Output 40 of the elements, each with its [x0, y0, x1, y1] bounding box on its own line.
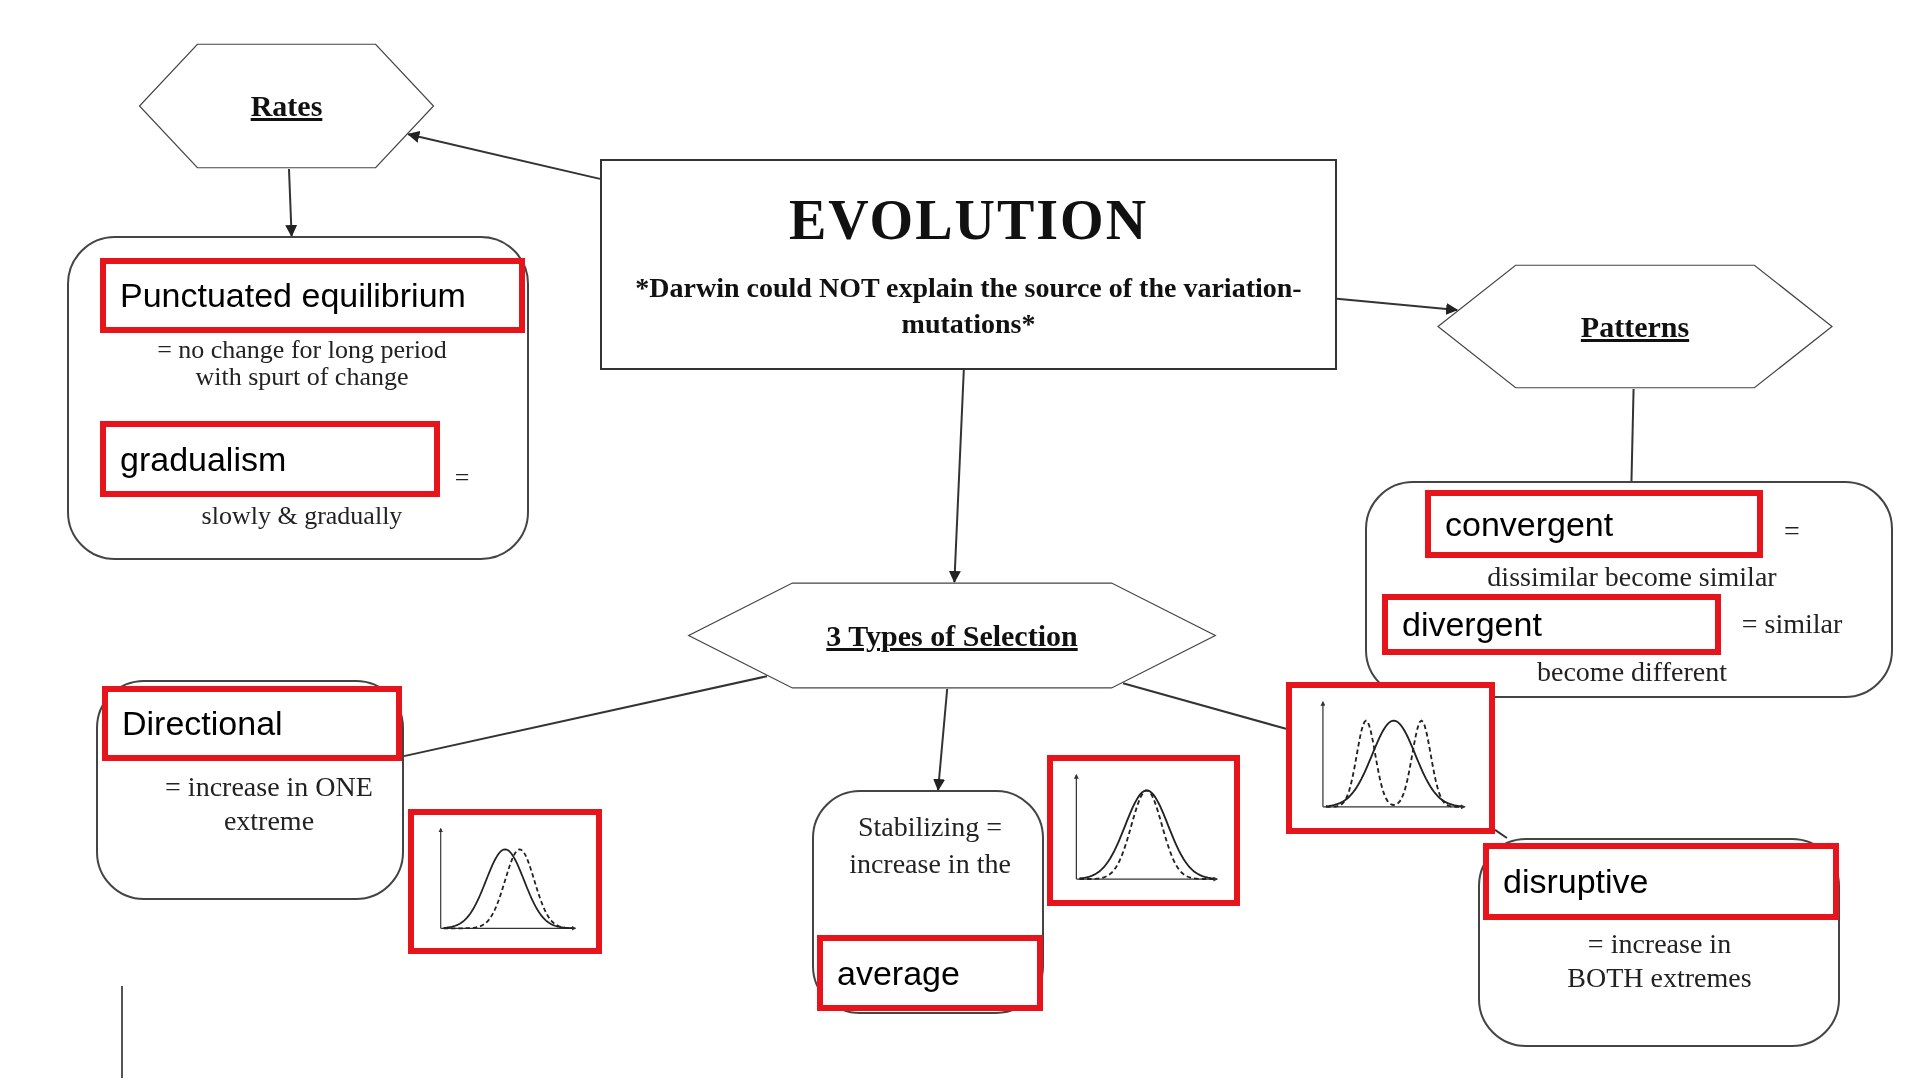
connector-line [1630, 388, 1635, 482]
hexagon-title: Patterns [1579, 308, 1691, 345]
definition-box [67, 236, 529, 560]
graph-panel [1047, 755, 1240, 906]
definition-text: = similar [1740, 607, 1844, 641]
connector-line [403, 675, 768, 758]
arrow [285, 168, 298, 237]
definition-text: become different [1536, 655, 1728, 689]
graph-panel [408, 809, 602, 954]
definition-text: = [1783, 514, 1801, 548]
term-highlight: Punctuated equilibrium [100, 258, 525, 333]
graph-panel [1286, 682, 1495, 834]
definition-text: = [453, 464, 471, 491]
hexagon-title: 3 Types of Selection [825, 617, 1079, 654]
connector-line [1122, 682, 1287, 730]
term-highlight: Directional [102, 686, 402, 761]
definition-text: Stabilizing = increase in the [848, 810, 1012, 881]
definition-text: dissimilar become similar [1486, 560, 1778, 594]
arrow [407, 130, 601, 180]
term-highlight: gradualism [100, 421, 440, 497]
term-highlight: convergent [1425, 490, 1763, 558]
definition-box [812, 790, 1044, 1014]
term-highlight: divergent [1382, 594, 1721, 655]
term-highlight: average [817, 935, 1043, 1011]
definition-box [1478, 838, 1840, 1047]
arrow [933, 688, 949, 791]
definition-box [96, 680, 404, 900]
definition-text: = increase in BOTH extremes [1566, 927, 1753, 995]
connector-line [1494, 828, 1508, 839]
hexagon-title: Rates [249, 88, 324, 124]
arrow [948, 369, 965, 583]
title-box [600, 159, 1337, 370]
definition-text: slowly & gradually [200, 502, 404, 529]
definition-text: = no change for long period with spurt of change [156, 336, 448, 390]
main-title: EVOLUTION [788, 187, 1149, 252]
definition-box [1365, 481, 1893, 698]
subtitle-note: *Darwin could NOT explain the source of the variation-mutations* [634, 270, 1303, 341]
term-highlight: disruptive [1483, 843, 1839, 920]
arrow [1336, 297, 1459, 315]
definition-text: = increase in ONE extreme [164, 770, 374, 838]
